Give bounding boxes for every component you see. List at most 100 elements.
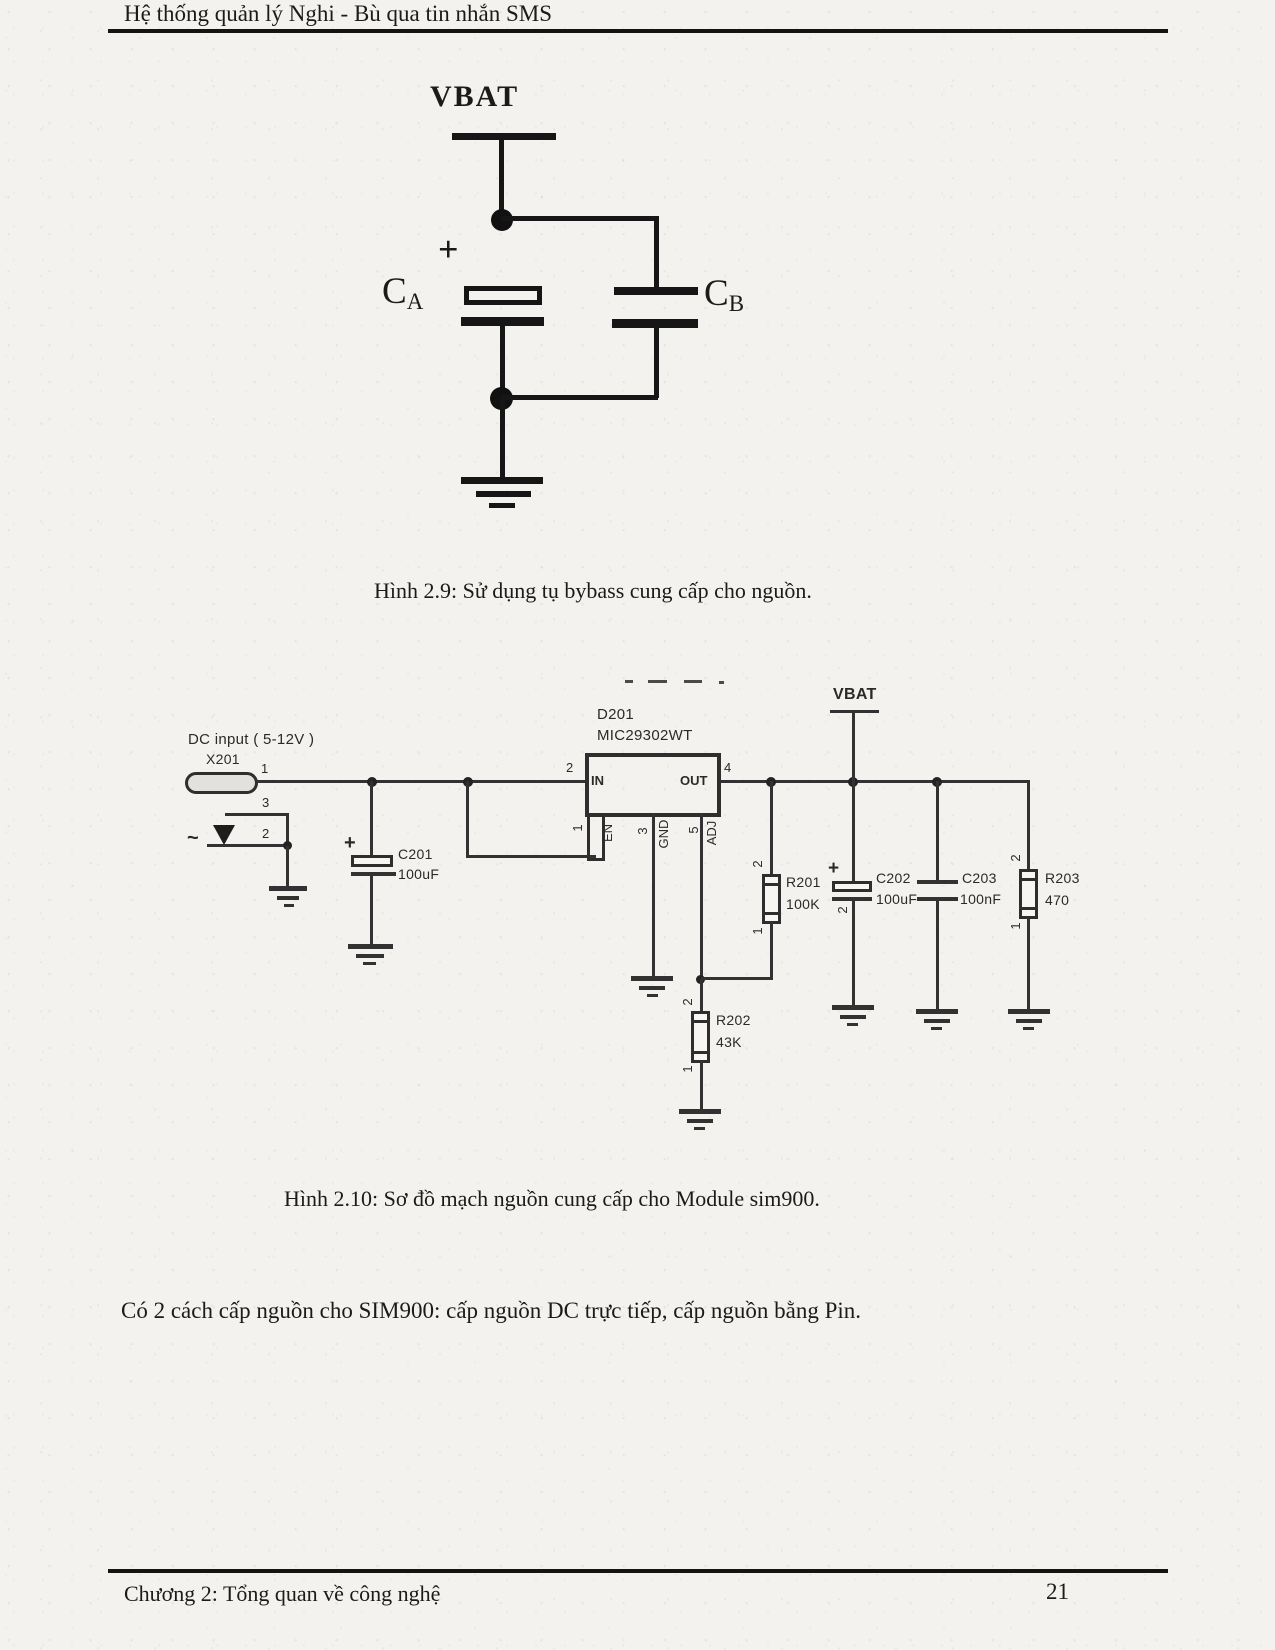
- capacitor-c201-plate: [351, 855, 393, 867]
- wire: [225, 813, 289, 816]
- x201-pin1-label: 1: [261, 761, 269, 776]
- c202-ref-label: C202: [876, 870, 911, 886]
- r203-pin2-number: 2: [1008, 854, 1023, 862]
- footer-chapter-label: Chương 2: Tổng quan về công nghệ: [124, 1581, 441, 1606]
- pin-en-label: EN: [600, 823, 615, 843]
- wire: [256, 780, 585, 783]
- capacitor-c202-plate: [832, 897, 872, 901]
- page-header-title: Hệ thống quản lý Nghi - Bù qua tin nhắn …: [124, 1, 553, 26]
- fig29-cb-label: CB: [704, 272, 744, 317]
- r202-value-label: 43K: [716, 1034, 742, 1050]
- r201-pin2-number: 2: [750, 860, 765, 868]
- ca-letter: C: [382, 271, 407, 312]
- d201-part-label: MIC29302WT: [597, 727, 693, 744]
- wire: [370, 876, 373, 946]
- wire: [717, 780, 1030, 783]
- wire: [770, 781, 773, 876]
- pin-adj-number: 5: [686, 826, 701, 834]
- ground-symbol: [489, 503, 515, 508]
- fig29-ca-label: CA: [382, 270, 423, 315]
- fig29-vbat-label: VBAT: [430, 80, 520, 113]
- capacitor-c202-plate: [832, 881, 872, 892]
- cb-letter: C: [704, 273, 729, 314]
- wire: [652, 813, 655, 978]
- x201-ref-label: X201: [206, 751, 240, 767]
- ground-symbol: [916, 1009, 958, 1014]
- dc-input-label: DC input ( 5-12V ): [188, 731, 315, 748]
- x201-pin2-label: 2: [262, 826, 270, 841]
- ca-subscript: A: [406, 289, 424, 314]
- wire: [700, 1061, 703, 1111]
- ground-symbol: [847, 1023, 858, 1026]
- capacitor-ca-plate: [464, 286, 542, 305]
- ground-symbol: [1008, 1009, 1050, 1014]
- wire: [466, 781, 469, 858]
- switch-arrow-icon: [213, 825, 235, 845]
- c201-plus-sign: +: [344, 832, 356, 854]
- wire: [852, 900, 855, 1007]
- wire: [654, 328, 659, 398]
- wire: [1027, 781, 1030, 871]
- c202-plus-sign: +: [828, 858, 840, 879]
- pin-out-label: OUT: [680, 773, 708, 788]
- r203-pin1-number: 1: [1008, 922, 1023, 930]
- dashed-line: [719, 681, 724, 684]
- c201-value-label: 100uF: [398, 866, 440, 882]
- wire: [501, 395, 658, 400]
- wire: [466, 855, 596, 858]
- c202-value-label: 100uF: [876, 891, 918, 907]
- dashed-line: [684, 680, 702, 683]
- ground-symbol: [679, 1109, 721, 1114]
- wire: [500, 325, 505, 398]
- x201-pin3-label: 3: [262, 795, 270, 810]
- wire: [499, 139, 504, 215]
- ground-symbol: [639, 986, 665, 990]
- resistor-r202: [691, 1011, 710, 1063]
- header-rule: [108, 29, 1168, 33]
- pin-in-label: IN: [591, 773, 604, 788]
- fig29-caption: Hình 2.9: Sử dụng tụ bybass cung cấp cho…: [374, 578, 812, 603]
- capacitor-c203-plate: [917, 880, 958, 884]
- pin-en-number: 1: [570, 824, 585, 832]
- ground-symbol: [1023, 1027, 1034, 1030]
- r203-value-label: 470: [1045, 892, 1070, 908]
- ground-symbol: [1016, 1019, 1042, 1023]
- capacitor-c201-plate: [351, 872, 396, 876]
- ground-symbol: [461, 477, 543, 484]
- capacitor-cb-plate: [612, 319, 698, 328]
- fig29-plus-sign: +: [438, 229, 459, 269]
- body-paragraph: Có 2 cách cấp nguồn cho SIM900: cấp nguồ…: [121, 1298, 862, 1323]
- c203-value-label: 100nF: [960, 891, 1002, 907]
- wire: [700, 813, 703, 979]
- c203-ref-label: C203: [962, 870, 997, 886]
- footer-rule: [108, 1569, 1168, 1573]
- d201-ref-label: D201: [597, 706, 635, 723]
- fig210-caption: Hình 2.10: Sơ đồ mạch nguồn cung cấp cho…: [284, 1186, 820, 1211]
- ground-symbol: [476, 491, 531, 497]
- c201-ref-label: C201: [398, 846, 433, 862]
- wire: [452, 133, 556, 140]
- junction-dot: [283, 841, 292, 850]
- ground-symbol: [931, 1027, 942, 1030]
- wire: [830, 710, 879, 713]
- wire: [770, 921, 773, 980]
- ground-symbol: [269, 886, 307, 891]
- wire: [370, 781, 373, 858]
- vbat-net-label: VBAT: [833, 686, 877, 703]
- wire: [936, 900, 939, 1011]
- pin-adj-label: ADJ: [704, 820, 719, 846]
- resistor-r201: [762, 874, 781, 924]
- ground-symbol: [284, 904, 294, 907]
- footer-page-number: 21: [1046, 1579, 1069, 1604]
- pin-out-number: 4: [724, 760, 732, 775]
- ground-symbol: [832, 1005, 874, 1010]
- wire: [500, 398, 505, 480]
- wire: [286, 846, 289, 888]
- capacitor-cb-plate: [614, 287, 698, 295]
- wire: [700, 979, 703, 1012]
- ground-symbol: [924, 1019, 950, 1023]
- ground-symbol: [840, 1015, 866, 1019]
- wire: [936, 781, 939, 882]
- r202-ref-label: R202: [716, 1012, 751, 1028]
- r201-pin1-number: 1: [750, 927, 765, 935]
